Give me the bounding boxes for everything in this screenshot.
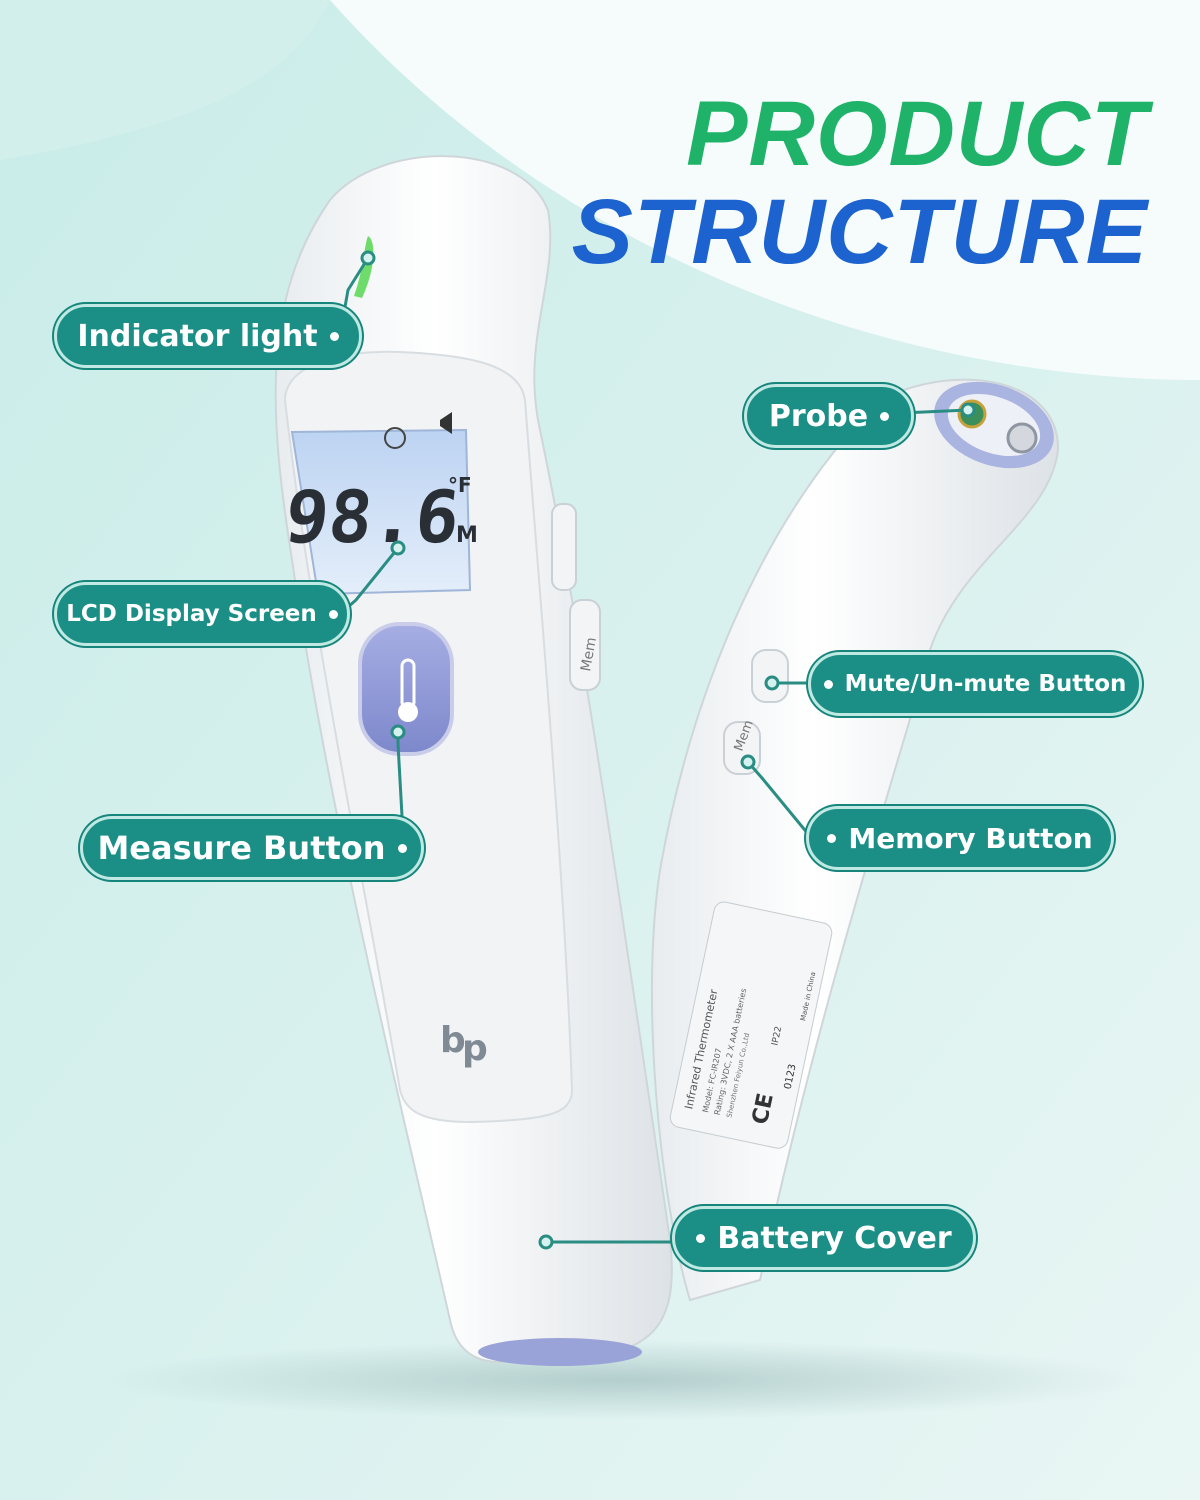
- callout-mute-button: Mute/Un-mute Button: [808, 652, 1142, 716]
- callout-memory-button: Memory Button: [806, 806, 1114, 870]
- callout-lcd-display: LCD Display Screen: [54, 582, 350, 646]
- callout-measure-button-label: Measure Button: [97, 829, 386, 867]
- bullet-dot-icon: [329, 331, 339, 341]
- bullet-dot-icon: [827, 833, 837, 843]
- callout-mute-button-label: Mute/Un-mute Button: [844, 671, 1127, 697]
- bullet-dot-icon: [696, 1233, 706, 1243]
- callout-indicator-light-label: Indicator light: [77, 318, 318, 354]
- bullet-dot-icon: [328, 609, 338, 619]
- callout-battery-cover-label: Battery Cover: [717, 1220, 952, 1256]
- callout-lcd-display-label: LCD Display Screen: [66, 601, 317, 627]
- callout-indicator-light: Indicator light: [54, 304, 362, 368]
- callout-measure-button: Measure Button: [80, 816, 424, 880]
- title-line-2: STRUCTURE: [571, 181, 1148, 283]
- bullet-dot-icon: [397, 843, 407, 853]
- bullet-dot-icon: [880, 411, 890, 421]
- bullet-dot-icon: [823, 679, 833, 689]
- callout-battery-cover: Battery Cover: [672, 1206, 976, 1270]
- callout-memory-button-label: Memory Button: [848, 821, 1093, 855]
- callout-probe: Probe: [744, 384, 914, 448]
- callout-probe-label: Probe: [768, 398, 869, 434]
- title-line-1: PRODUCT: [686, 83, 1148, 185]
